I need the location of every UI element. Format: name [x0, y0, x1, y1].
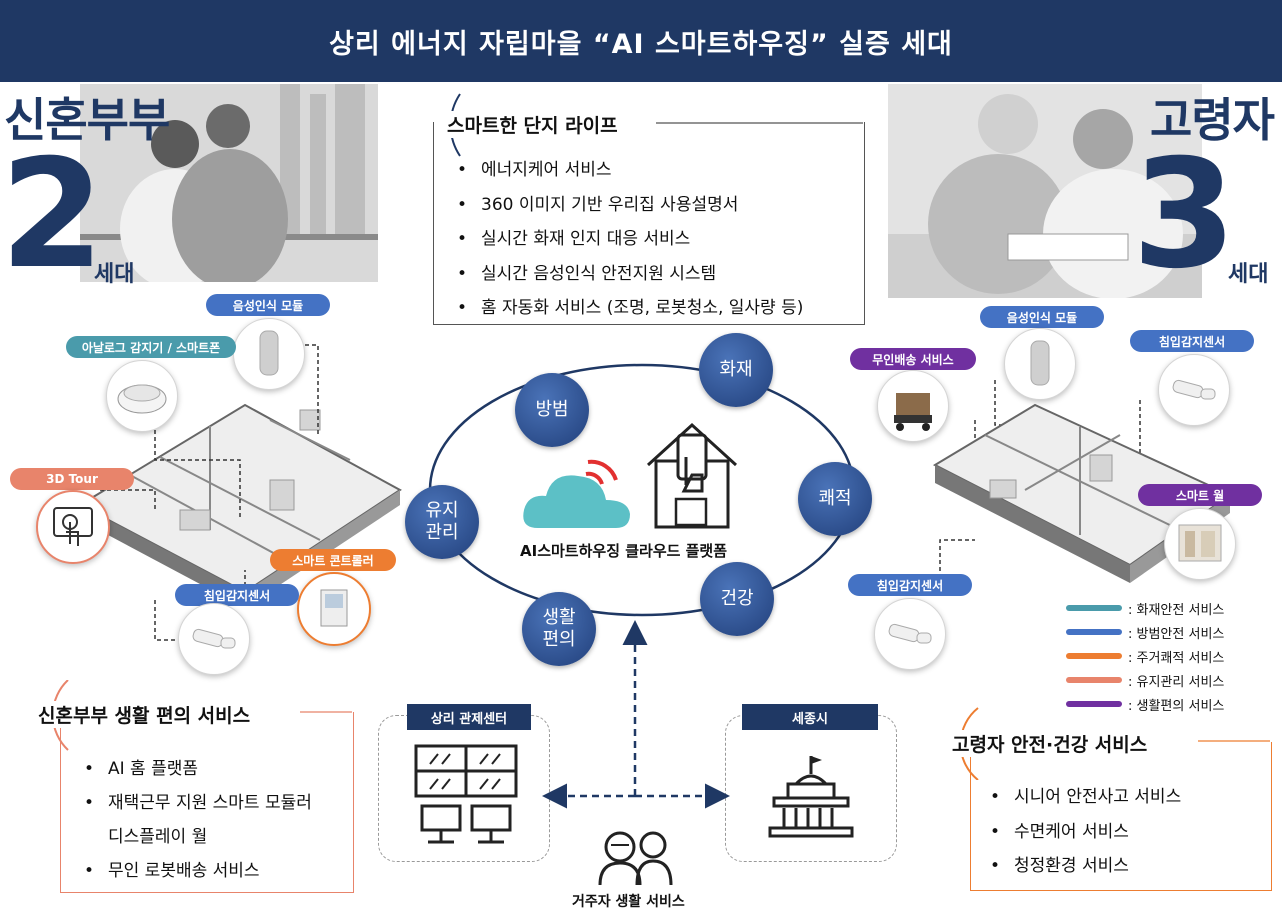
delivery-robot-icon	[877, 370, 949, 442]
list-item: 실시간 화재 인지 대응 서비스	[455, 222, 803, 257]
node-health-label: 건강	[720, 588, 754, 610]
smart-life-list: 에너지케어 서비스 360 이미지 기반 우리집 사용설명서 실시간 화재 인지…	[455, 153, 803, 326]
legend-label: : 생활편의 서비스	[1128, 698, 1225, 714]
list-item: 360 이미지 기반 우리집 사용설명서	[455, 188, 803, 223]
smart-controller-tag: 스마트 콘트롤러	[270, 549, 396, 571]
node-maintenance: 유지 관리	[405, 485, 479, 559]
legend-label: : 유지관리 서비스	[1128, 674, 1225, 690]
voice-module-icon-right	[1004, 328, 1076, 400]
page-title: 상리 에너지 자립마을 “AI 스마트하우징” 실증 세대	[329, 28, 953, 60]
elderly-illustration	[888, 84, 1202, 299]
unmanned-delivery-tag: 무인배송 서비스	[850, 348, 976, 370]
legend-label: : 방범안전 서비스	[1128, 626, 1225, 642]
legend-swatch-comfort	[1066, 653, 1122, 659]
cloud-icon	[523, 459, 630, 528]
city-hall-icon	[768, 756, 854, 838]
list-item: 시니어 안전사고 서비스	[988, 780, 1181, 815]
newlywed-services-title: 신혼부부 생활 편의 서비스	[34, 701, 255, 728]
analog-sensor-tag: 아날로그 감지기 / 스마트폰	[66, 336, 236, 358]
legend-swatch-fire	[1066, 605, 1122, 611]
legend: : 화재안전 서비스 : 방범안전 서비스 : 주거쾌적 서비스 : 유지관리 …	[1066, 596, 1224, 716]
header-banner: 상리 에너지 자립마을 “AI 스마트하우징” 실증 세대	[0, 0, 1282, 82]
list-item: 무인 로봇배송 서비스	[82, 854, 312, 888]
elderly-photo	[888, 84, 1202, 299]
intrusion-sensor-tag-left: 침입감지센서	[175, 584, 299, 606]
couple-illustration	[80, 84, 378, 289]
left-floorplan	[77, 403, 402, 600]
tour3d-tag: 3D Tour	[10, 468, 134, 490]
elderly-count: 3	[1132, 128, 1237, 302]
residents-label: 거주자 생활 서비스	[572, 894, 685, 910]
elderly-services-box	[970, 742, 1272, 891]
newlywed-unit: 세대	[94, 262, 135, 287]
control-center-tag: 상리 관제센터	[407, 704, 531, 730]
list-item-text-continued: 디스플레이 월	[108, 827, 208, 847]
smart-wall-tag: 스마트 월	[1138, 484, 1262, 506]
node-crime: 방범	[515, 373, 589, 447]
intrusion-sensor-icon-right-bottom	[874, 598, 946, 670]
voice-module-tag-left: 음성인식 모듈	[206, 294, 330, 316]
newlywed-photo	[80, 84, 378, 289]
smart-controller-icon	[297, 572, 371, 646]
legend-label: : 화재안전 서비스	[1128, 602, 1225, 618]
node-fire-label: 화재	[719, 359, 753, 381]
residents-icon	[598, 831, 673, 886]
voice-module-icon	[233, 318, 305, 390]
elderly-unit: 세대	[1228, 262, 1269, 287]
smart-life-title: 스마트한 단지 라이프	[441, 111, 624, 138]
intrusion-sensor-icon-left	[178, 603, 250, 675]
newlywed-count: 2	[0, 128, 105, 302]
list-item: 실시간 음성인식 안전지원 시스템	[455, 257, 803, 292]
newlywed-services-box	[60, 712, 354, 893]
node-fire: 화재	[699, 333, 773, 407]
elderly-title: 고령자	[1150, 93, 1275, 147]
legend-label: : 주거쾌적 서비스	[1128, 650, 1225, 666]
legend-swatch-maintenance	[1066, 677, 1122, 683]
elderly-services-list: 시니어 안전사고 서비스 수면케어 서비스 청정환경 서비스	[988, 780, 1181, 884]
newlywed-title: 신혼부부	[4, 93, 170, 147]
intrusion-sensor-tag-right-top: 침입감지센서	[1130, 330, 1254, 352]
smart-home-icon	[646, 422, 738, 529]
touch-panel-icon	[36, 490, 110, 564]
voice-module-tag-right: 음성인식 모듈	[980, 306, 1104, 328]
city-tag: 세종시	[742, 704, 878, 730]
monitor-wall-icon	[414, 744, 518, 844]
node-comfort: 쾌적	[798, 462, 872, 536]
node-health: 건강	[700, 562, 774, 636]
legend-item: : 유지관리 서비스	[1066, 668, 1224, 692]
intrusion-sensor-tag-right-bottom: 침입감지센서	[848, 574, 972, 596]
intrusion-sensor-icon-right-top	[1158, 354, 1230, 426]
platform-label: AI스마트하우징 클라우드 플랫폼	[520, 542, 728, 560]
legend-swatch-living	[1066, 701, 1122, 707]
elderly-services-title: 고령자 안전·건강 서비스	[948, 730, 1152, 757]
node-living: 생활 편의	[522, 592, 596, 666]
node-maintenance-label: 유지 관리	[425, 500, 459, 543]
legend-item: : 주거쾌적 서비스	[1066, 644, 1224, 668]
legend-swatch-crime	[1066, 629, 1122, 635]
node-crime-label: 방범	[535, 399, 569, 421]
legend-item: : 방범안전 서비스	[1066, 620, 1224, 644]
legend-item: : 생활편의 서비스	[1066, 692, 1224, 716]
list-item: 에너지케어 서비스	[455, 153, 803, 188]
node-comfort-label: 쾌적	[818, 488, 852, 510]
list-item: 수면케어 서비스	[988, 815, 1181, 850]
smoke-detector-icon	[106, 360, 178, 432]
legend-item: : 화재안전 서비스	[1066, 596, 1224, 620]
node-living-label: 생활 편의	[542, 607, 576, 650]
list-item: AI 홈 플랫폼	[82, 752, 312, 786]
list-item-text: 재택근무 지원 스마트 모듈러	[108, 793, 312, 813]
list-item: 홈 자동화 서비스 (조명, 로봇청소, 일사량 등)	[455, 291, 803, 326]
list-item: 청정환경 서비스	[988, 849, 1181, 884]
smart-wall-icon	[1164, 508, 1236, 580]
